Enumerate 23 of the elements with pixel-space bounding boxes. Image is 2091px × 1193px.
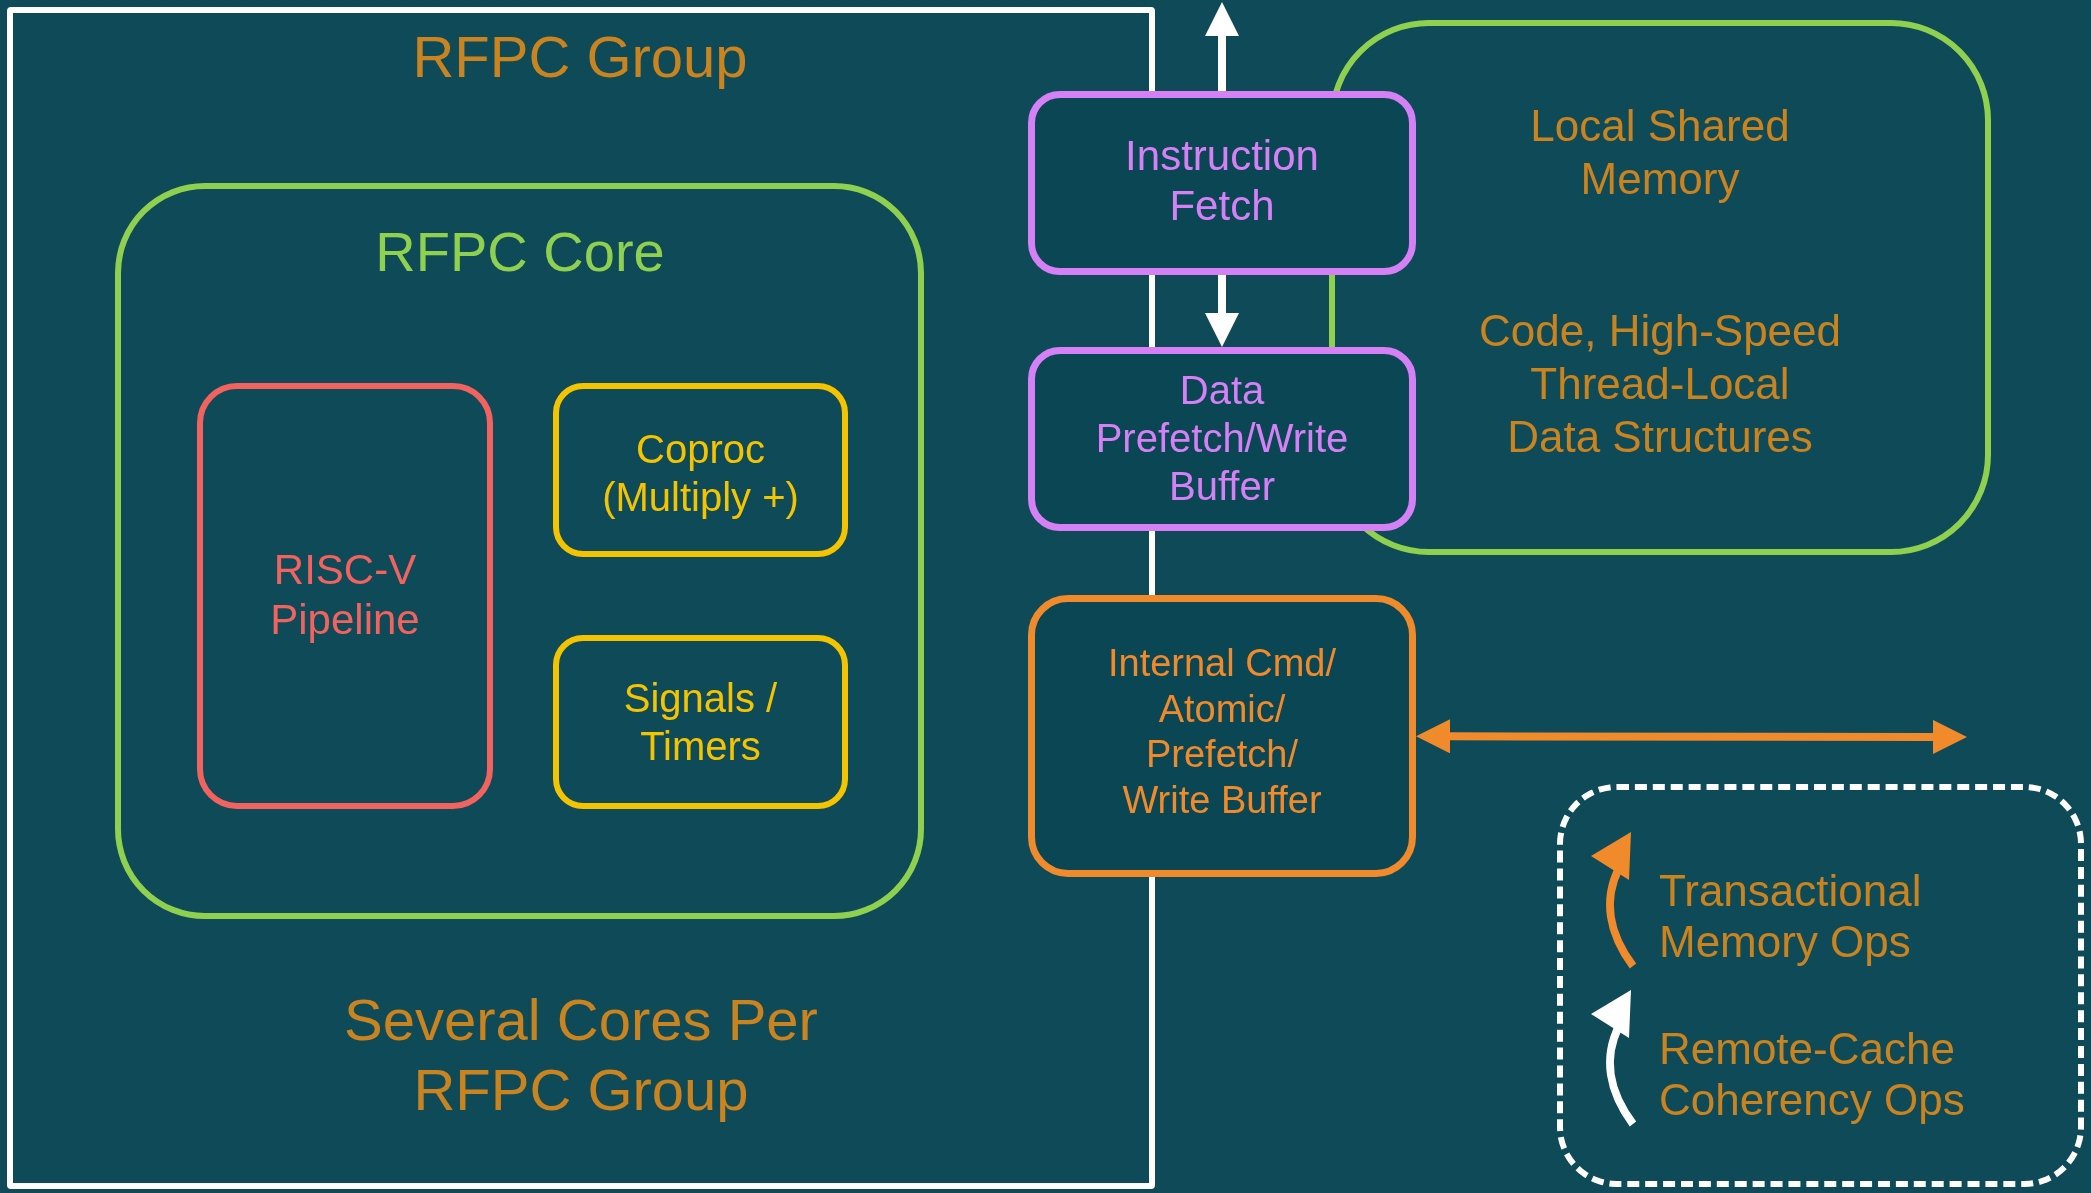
node-title: Internal Cmd/ Atomic/ Prefetch/ Write Buffer (1106, 641, 1338, 823)
node-description: Code, High-Speed Thread-Local Data Structures (1479, 305, 1841, 463)
buffer-box (1028, 347, 1416, 531)
node-title: RFPC Core (374, 219, 666, 285)
core-container (115, 183, 924, 919)
node-title: Local Shared Memory (1529, 100, 1791, 205)
node-title: Coproc (Multiply +) (601, 426, 800, 521)
node-title: Instruction Fetch (1124, 131, 1320, 232)
node-title: Signals / Timers (622, 675, 779, 770)
fetch-box (1028, 91, 1416, 275)
buffer-box (1028, 595, 1416, 877)
arrow (1205, 2, 1239, 91)
pipeline-box (197, 383, 493, 809)
arrow (1416, 719, 1967, 754)
arrow (1205, 275, 1239, 347)
node-title: RFPC Group (411, 23, 749, 91)
coprocessor-box (553, 383, 848, 557)
legend-text: Remote-Cache Coherency Ops (1659, 1024, 1966, 1126)
legend-text: Transactional Memory Ops (1659, 866, 1923, 968)
node-description: Several Cores Per RFPC Group (343, 986, 819, 1124)
node-title: Data Prefetch/Write Buffer (1094, 367, 1350, 510)
timers-box (553, 635, 848, 809)
node-title: RISC-V Pipeline (269, 545, 421, 646)
